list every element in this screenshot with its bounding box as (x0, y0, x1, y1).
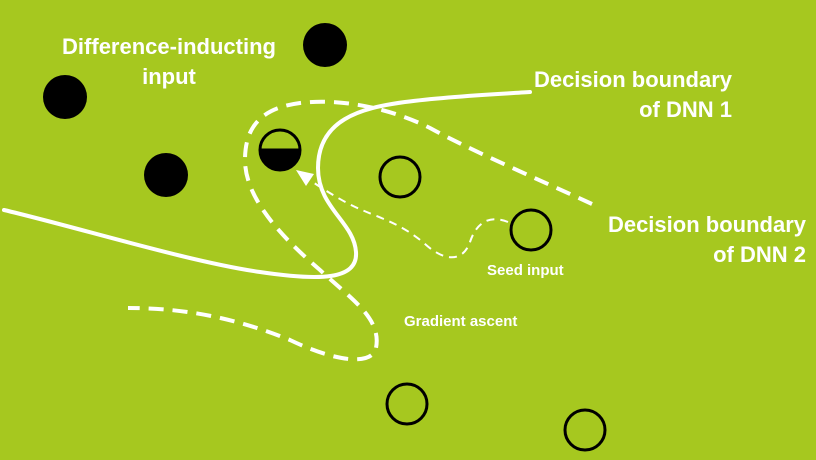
seed-input-point (509, 208, 553, 252)
dnn2-label: Decision boundary of DNN 2 (588, 210, 806, 270)
difference-inducing-label-line1: Difference-inducting (62, 34, 276, 59)
dnn2-label-line2: of DNN 2 (713, 242, 806, 267)
seed-input-label: Seed input (487, 262, 564, 279)
dnn1-label-line2: of DNN 1 (639, 97, 732, 122)
difference-inducing-label: Difference-inducting input (48, 32, 290, 92)
difference-inducing-label-line2: input (142, 64, 196, 89)
dnn1-label-line1: Decision boundary (533, 67, 732, 92)
gradient-ascent-arrowhead (296, 170, 314, 186)
hollow-point (563, 408, 607, 452)
dnn1-label: Decision boundary of DNN 1 (512, 65, 732, 125)
hollow-point (378, 155, 422, 199)
difference-inducing-point (258, 128, 302, 172)
gradient-ascent-path (303, 175, 509, 259)
black-point (144, 153, 188, 197)
black-point (303, 23, 347, 67)
hollow-point (385, 382, 429, 426)
dnn1-boundary-line (2, 90, 532, 280)
dnn2-label-line1: Decision boundary (607, 212, 806, 237)
black-point (43, 75, 87, 119)
dnn2-boundary-line (127, 99, 593, 362)
gradient-ascent-label: Gradient ascent (404, 313, 518, 330)
